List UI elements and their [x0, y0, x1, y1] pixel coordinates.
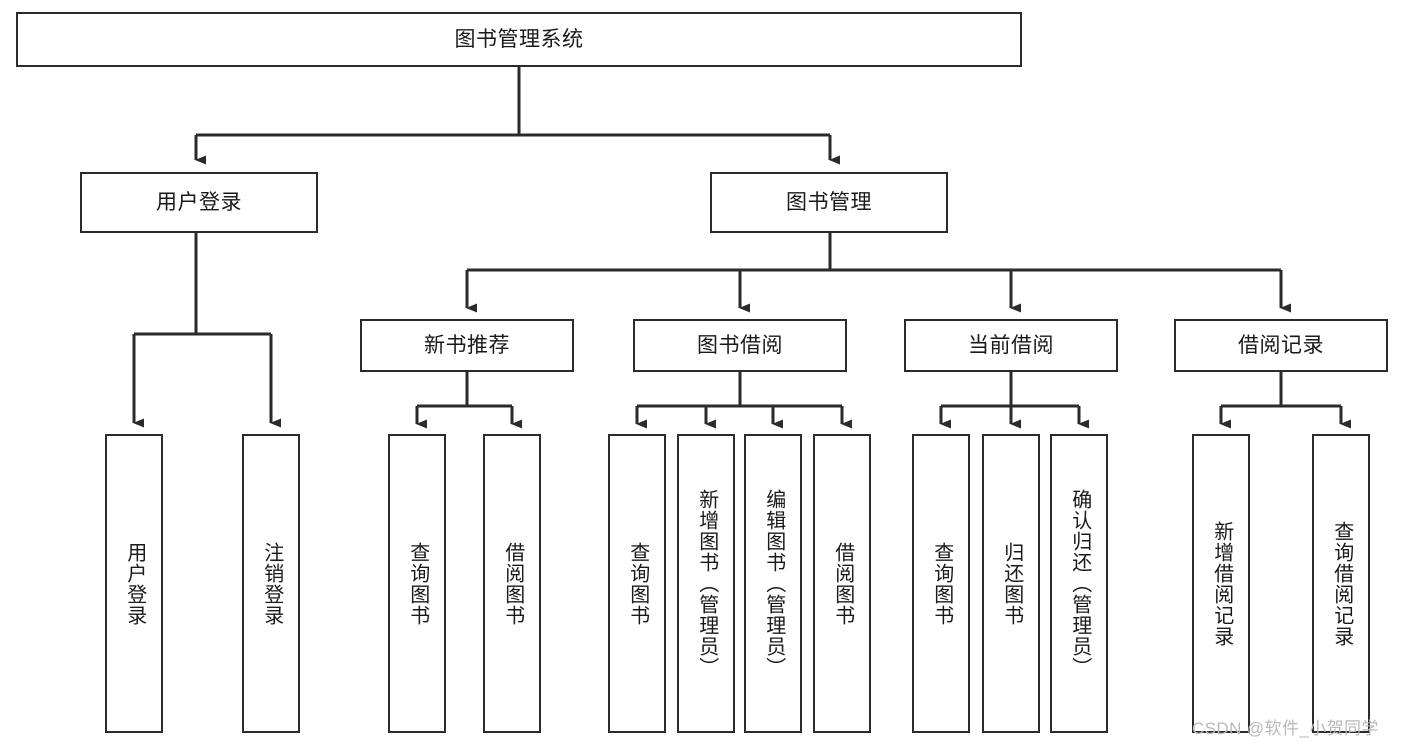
- leaf-user-login[interactable]: 用户登录: [105, 434, 163, 733]
- node-label: 编辑图书（管理员）: [762, 489, 785, 678]
- leaf-add-borrow-record[interactable]: 新增借阅记录: [1192, 434, 1250, 733]
- node-label: 图书借阅: [697, 333, 783, 357]
- node-current-borrow[interactable]: 当前借阅: [904, 319, 1118, 372]
- node-label: 用户登录: [123, 541, 146, 626]
- node-label: 新增图书（管理员）: [695, 489, 718, 678]
- node-label: 新增借阅记录: [1210, 520, 1233, 647]
- node-book-borrow[interactable]: 图书借阅: [633, 319, 847, 372]
- node-label: 查询借阅记录: [1330, 520, 1353, 647]
- node-root-system[interactable]: 图书管理系统: [16, 12, 1022, 67]
- leaf-query-book-borrow[interactable]: 查询图书: [608, 434, 666, 733]
- node-label: 借阅记录: [1238, 333, 1324, 357]
- leaf-user-logout[interactable]: 注销登录: [242, 434, 300, 733]
- node-book-management[interactable]: 图书管理: [710, 172, 948, 233]
- node-label: 确认归还（管理员）: [1068, 489, 1091, 678]
- node-new-book-recommend[interactable]: 新书推荐: [360, 319, 574, 372]
- node-label: 注销登录: [260, 541, 283, 626]
- node-label: 查询图书: [406, 541, 429, 626]
- node-label: 借阅图书: [501, 541, 524, 626]
- node-label: 查询图书: [626, 541, 649, 626]
- leaf-query-borrow-record[interactable]: 查询借阅记录: [1312, 434, 1370, 733]
- node-label: 借阅图书: [831, 541, 854, 626]
- leaf-query-book-current[interactable]: 查询图书: [912, 434, 970, 733]
- leaf-confirm-return-admin[interactable]: 确认归还（管理员）: [1050, 434, 1108, 733]
- node-user-login[interactable]: 用户登录: [80, 172, 318, 233]
- node-label: 用户登录: [156, 190, 242, 214]
- node-borrow-record[interactable]: 借阅记录: [1174, 319, 1388, 372]
- leaf-add-book-admin[interactable]: 新增图书（管理员）: [677, 434, 735, 733]
- leaf-query-book-recommend[interactable]: 查询图书: [388, 434, 446, 733]
- leaf-return-book[interactable]: 归还图书: [982, 434, 1040, 733]
- node-label: 归还图书: [1000, 541, 1023, 626]
- node-label: 图书管理: [786, 190, 872, 214]
- csdn-watermark: CSDN @软件_小贺同学: [1192, 719, 1379, 738]
- leaf-borrow-book-recommend[interactable]: 借阅图书: [483, 434, 541, 733]
- node-label: 查询图书: [930, 541, 953, 626]
- leaf-borrow-book[interactable]: 借阅图书: [813, 434, 871, 733]
- node-label: 图书管理系统: [454, 27, 584, 51]
- node-label: 当前借阅: [968, 333, 1054, 357]
- leaf-edit-book-admin[interactable]: 编辑图书（管理员）: [744, 434, 802, 733]
- node-label: 新书推荐: [424, 333, 510, 357]
